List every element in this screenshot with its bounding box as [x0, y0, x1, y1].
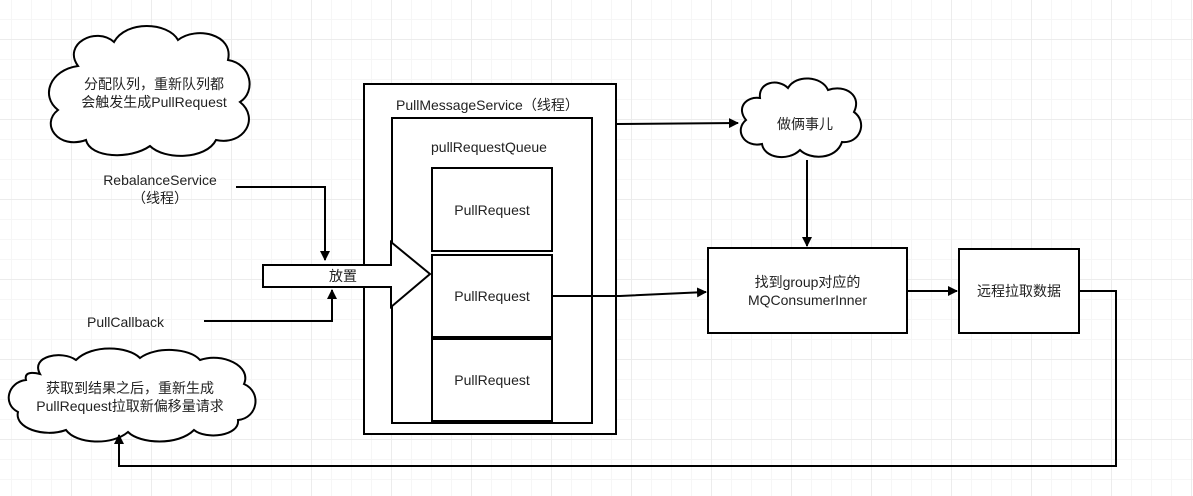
service-to-cloud-arrow: [616, 118, 739, 129]
find-consumer-box: 找到group对应的 MQConsumerInner: [707, 247, 908, 334]
service-title: PullMessageService（线程）: [396, 97, 579, 113]
queue-item: PullRequest: [431, 167, 553, 252]
rebalance-arrow: [236, 186, 330, 261]
cloud-allocate-line-1: 分配队列，重新队列都: [84, 76, 224, 92]
queue-item: PullRequest: [431, 338, 553, 422]
rebalance-service-name: RebalanceService: [103, 172, 217, 188]
queue-item: PullRequest: [431, 254, 553, 338]
callback-arrow: [204, 289, 337, 322]
cloud-two-things-text: 做俩事儿: [777, 116, 833, 132]
remote-to-cloud-arrow: [114, 290, 1117, 467]
cloud-after-result-text: 获取到结果之后，重新生成 PullRequest拉取新偏移量请求: [10, 379, 250, 415]
cloud-shape-allocate: [47, 25, 251, 157]
cloud-allocate-line-2: 会触发生成PullRequest: [81, 94, 227, 110]
cloud-allocate-text: 分配队列，重新队列都 会触发生成PullRequest: [56, 75, 252, 111]
cloud-after-result-line-1: 获取到结果之后，重新生成: [46, 380, 214, 396]
rebalance-service-kind: （线程）: [132, 190, 188, 206]
request-to-find-arrow: [553, 287, 707, 298]
cloud-after-result-line-2: PullRequest拉取新偏移量请求: [36, 398, 224, 414]
queue-title: pullRequestQueue: [431, 139, 547, 155]
put-arrow-shape: [262, 239, 432, 310]
remote-pull-box: 远程拉取数据: [958, 248, 1080, 334]
pull-callback-label: PullCallback: [87, 314, 165, 330]
rebalance-service-label: RebalanceService （线程）: [90, 171, 230, 207]
cloud-shape-two-things: [739, 77, 863, 159]
cloud-shape-after-result: [7, 347, 257, 443]
find-consumer-line-1: 找到group对应的: [754, 273, 861, 290]
find-consumer-line-2: MQConsumerInner: [747, 291, 868, 308]
put-arrow-label: 放置: [329, 268, 357, 284]
